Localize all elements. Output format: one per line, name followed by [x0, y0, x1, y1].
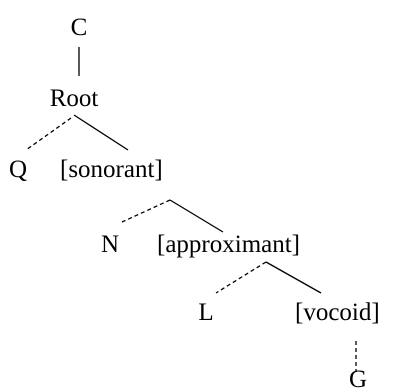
node-n: N — [101, 231, 119, 258]
edge-sonorant-approximant — [169, 199, 224, 233]
node-root: Root — [50, 85, 99, 112]
node-vocoid: [vocoid] — [295, 299, 380, 326]
node-sonorant: [sonorant] — [60, 156, 163, 183]
edge-root-sonorant — [73, 114, 129, 151]
node-c: C — [71, 14, 88, 41]
edge-sonorant-n — [121, 199, 171, 223]
node-approximant: [approximant] — [157, 231, 300, 258]
node-q: Q — [9, 156, 27, 183]
edge-approximant-l — [215, 261, 267, 294]
node-l: L — [198, 299, 213, 326]
edge-root-q — [25, 117, 72, 151]
node-g: G — [349, 366, 367, 390]
edge-approximant-vocoid — [265, 261, 322, 294]
